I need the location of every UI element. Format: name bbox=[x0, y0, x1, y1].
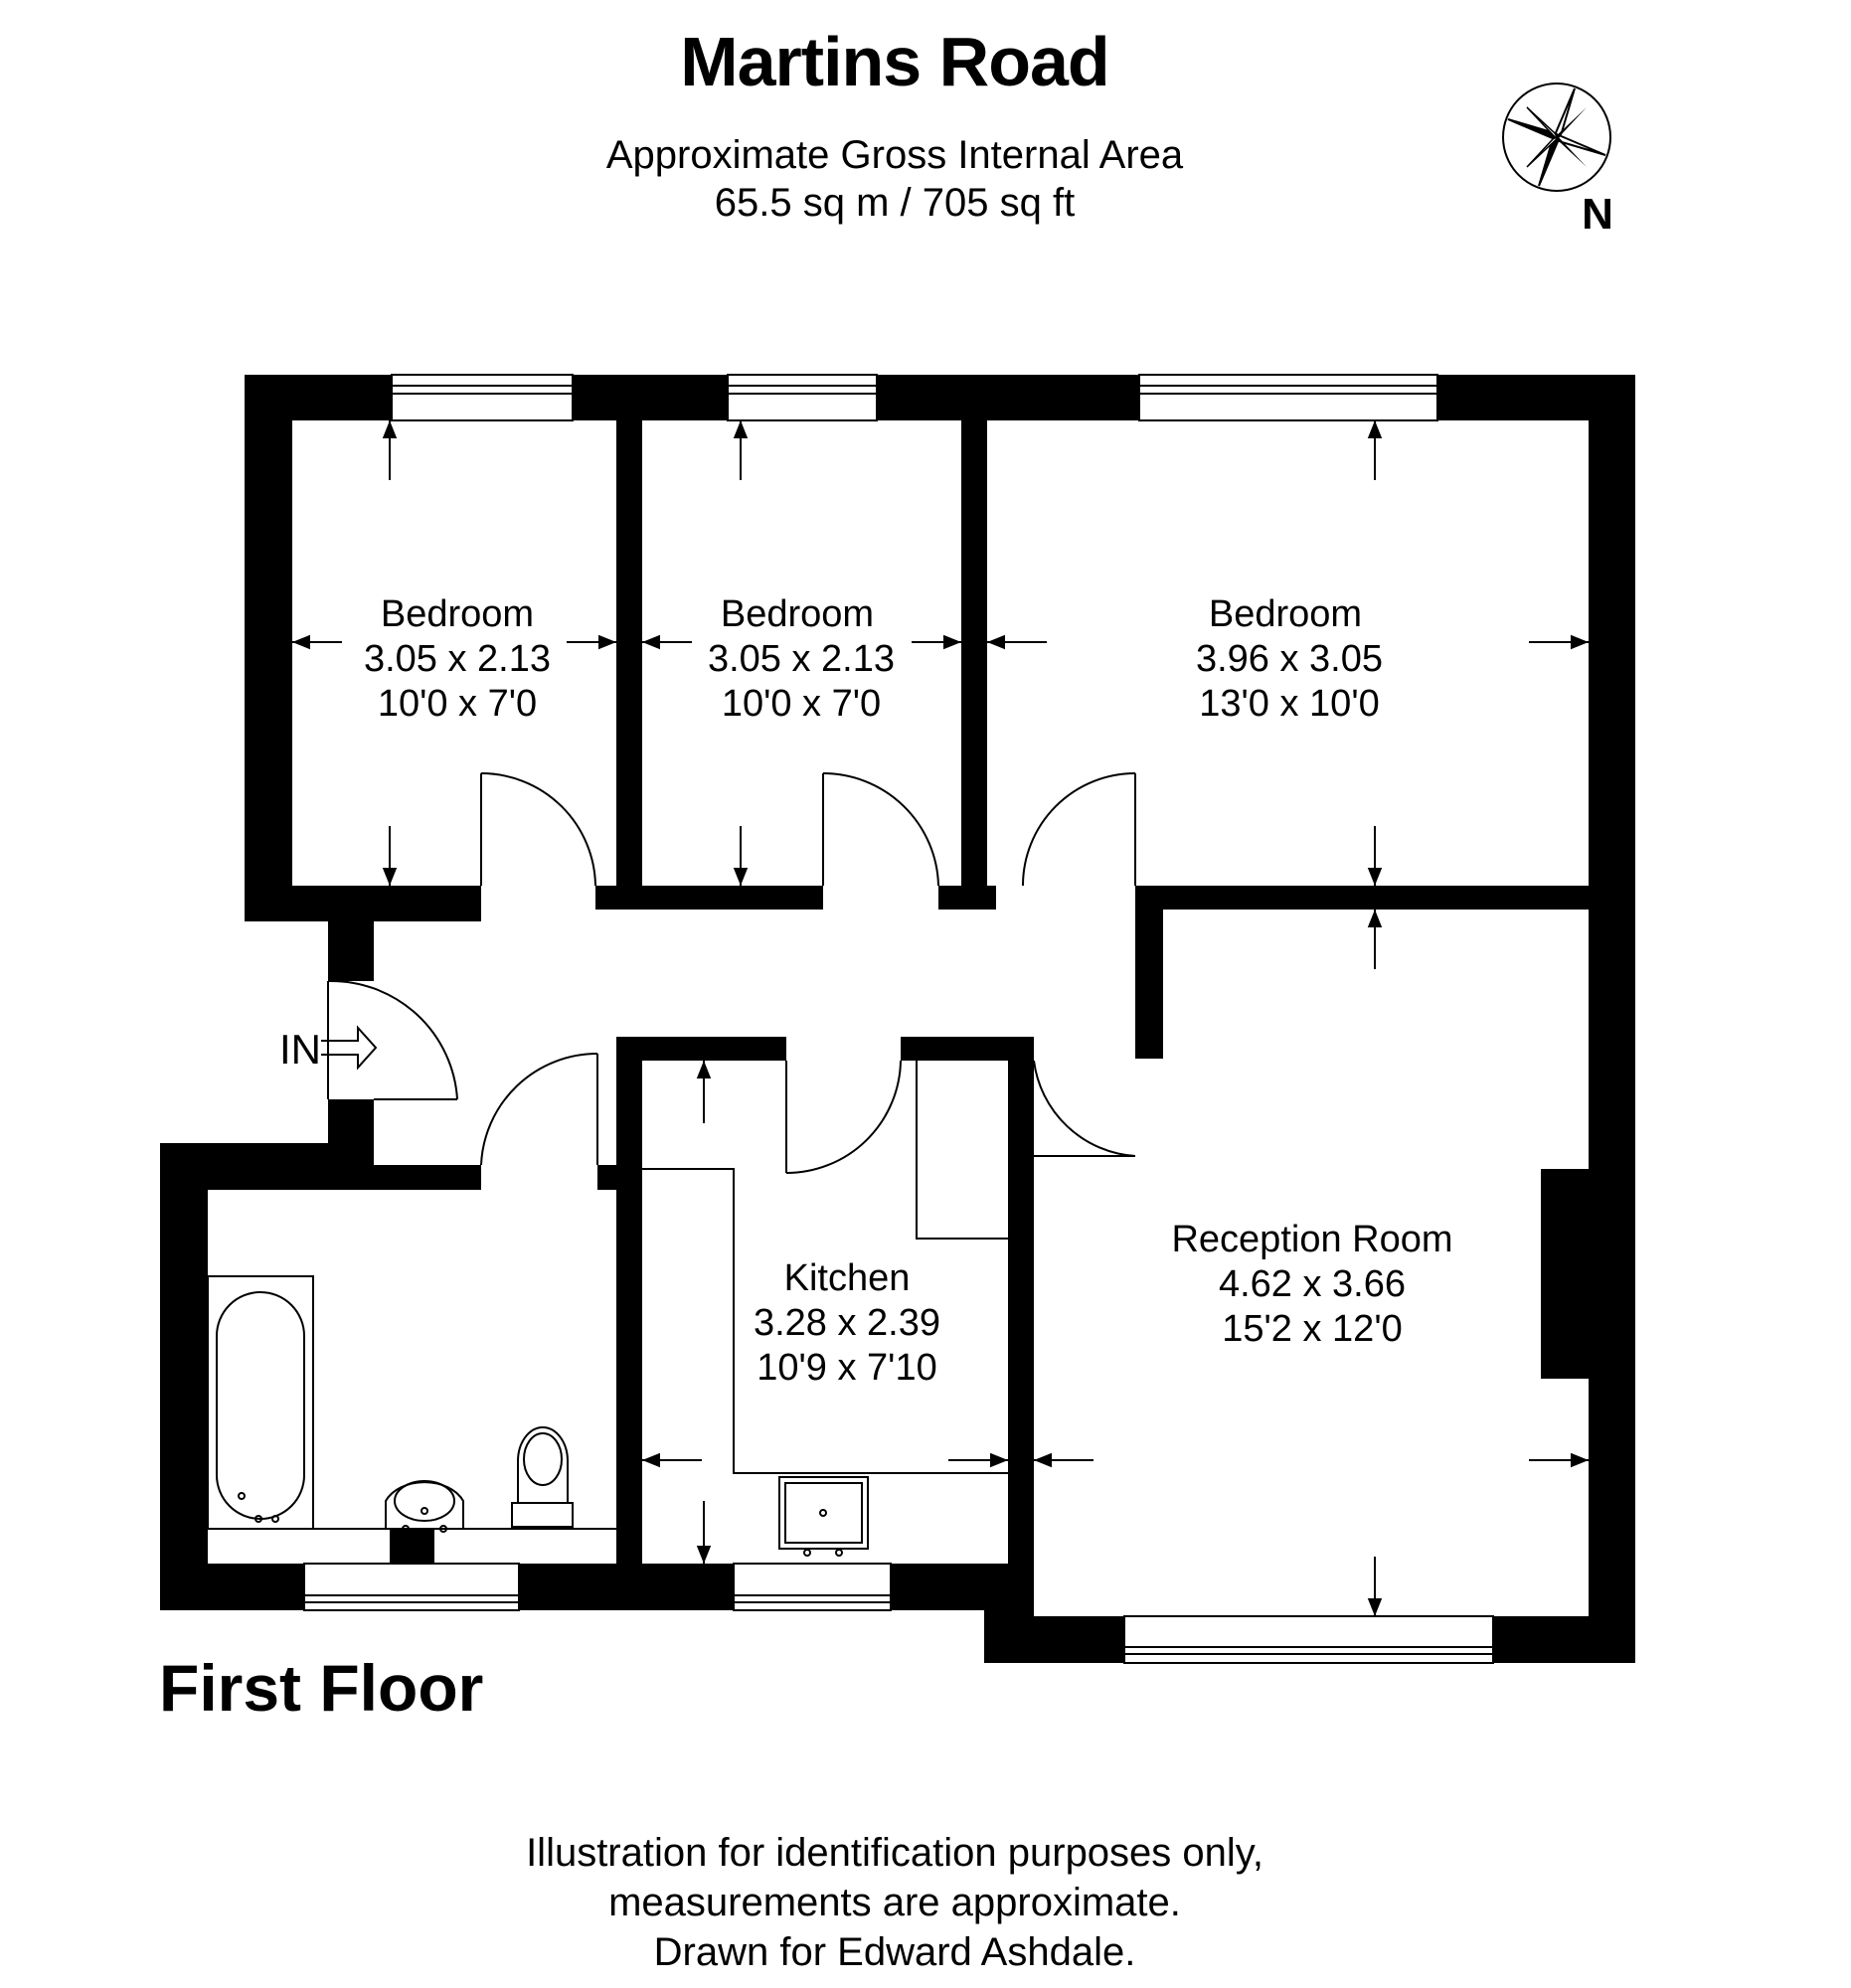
door-bedroom-3 bbox=[1022, 772, 1136, 887]
room-name: Kitchen bbox=[784, 1257, 911, 1299]
room-label-kitchen: Kitchen 3.28 x 2.39 10'9 x 7'10 bbox=[754, 1257, 940, 1389]
room-metric-size: 3.05 x 2.13 bbox=[708, 638, 895, 680]
disclaimer-line-2: measurements are approximate. bbox=[608, 1881, 1181, 1924]
room-label-bedroom-2: Bedroom 3.05 x 2.13 10'0 x 7'0 bbox=[708, 593, 895, 725]
room-label-bedroom-3: Bedroom 3.96 x 3.05 13'0 x 10'0 bbox=[1196, 593, 1383, 725]
window-bedroom-3 bbox=[1138, 374, 1438, 421]
door-bathroom bbox=[480, 1052, 598, 1166]
window-reception bbox=[1123, 1615, 1494, 1664]
room-metric-size: 3.05 x 2.13 bbox=[364, 638, 551, 680]
room-imperial-size: 13'0 x 10'0 bbox=[1199, 683, 1379, 725]
toilet-icon bbox=[511, 1426, 574, 1528]
entrance-label: IN bbox=[279, 1026, 321, 1073]
disclaimer-line-1: Illustration for identification purposes… bbox=[526, 1831, 1263, 1875]
area-value: 65.5 sq m / 705 sq ft bbox=[714, 181, 1076, 225]
walls bbox=[160, 375, 1635, 1663]
north-compass-icon: N bbox=[1502, 83, 1613, 239]
doors bbox=[327, 772, 1136, 1174]
basin-icon bbox=[385, 1480, 464, 1533]
bath-icon bbox=[207, 1275, 314, 1530]
window-bedroom-1 bbox=[391, 374, 574, 421]
plan-title: Martins Road bbox=[680, 23, 1109, 100]
window-kitchen bbox=[733, 1563, 892, 1611]
room-metric-size: 3.28 x 2.39 bbox=[754, 1302, 940, 1344]
window-bedroom-2 bbox=[727, 374, 878, 421]
kitchen-worktop bbox=[642, 1061, 1008, 1474]
room-metric-size: 4.62 x 3.66 bbox=[1219, 1263, 1406, 1305]
kitchen-sink-icon bbox=[778, 1476, 869, 1557]
windows bbox=[303, 374, 1494, 1664]
room-name: Bedroom bbox=[1209, 593, 1362, 635]
floor-label: First Floor bbox=[159, 1651, 484, 1725]
room-imperial-size: 10'9 x 7'10 bbox=[757, 1347, 936, 1389]
room-metric-size: 3.96 x 3.05 bbox=[1196, 638, 1383, 680]
room-name: Bedroom bbox=[381, 593, 534, 635]
door-bedroom-2 bbox=[822, 772, 939, 887]
room-name: Bedroom bbox=[721, 593, 874, 635]
compass-north-label: N bbox=[1582, 190, 1613, 239]
dimension-arrows bbox=[292, 420, 1589, 1616]
room-name: Reception Room bbox=[1171, 1219, 1452, 1260]
fixtures bbox=[207, 1061, 1008, 1557]
door-bedroom-1 bbox=[480, 772, 596, 887]
room-imperial-size: 10'0 x 7'0 bbox=[378, 683, 537, 725]
room-label-bedroom-1: Bedroom 3.05 x 2.13 10'0 x 7'0 bbox=[364, 593, 551, 725]
room-imperial-size: 15'2 x 12'0 bbox=[1222, 1308, 1402, 1350]
room-imperial-size: 10'0 x 7'0 bbox=[722, 683, 881, 725]
door-kitchen bbox=[785, 1060, 902, 1174]
area-label: Approximate Gross Internal Area bbox=[605, 133, 1184, 177]
door-reception bbox=[1033, 1060, 1136, 1157]
window-bathroom bbox=[303, 1563, 520, 1611]
room-label-reception: Reception Room 4.62 x 3.66 15'2 x 12'0 bbox=[1171, 1219, 1452, 1350]
entrance-arrow-icon bbox=[321, 1025, 378, 1071]
disclaimer-line-3: Drawn for Edward Ashdale. bbox=[653, 1930, 1136, 1974]
